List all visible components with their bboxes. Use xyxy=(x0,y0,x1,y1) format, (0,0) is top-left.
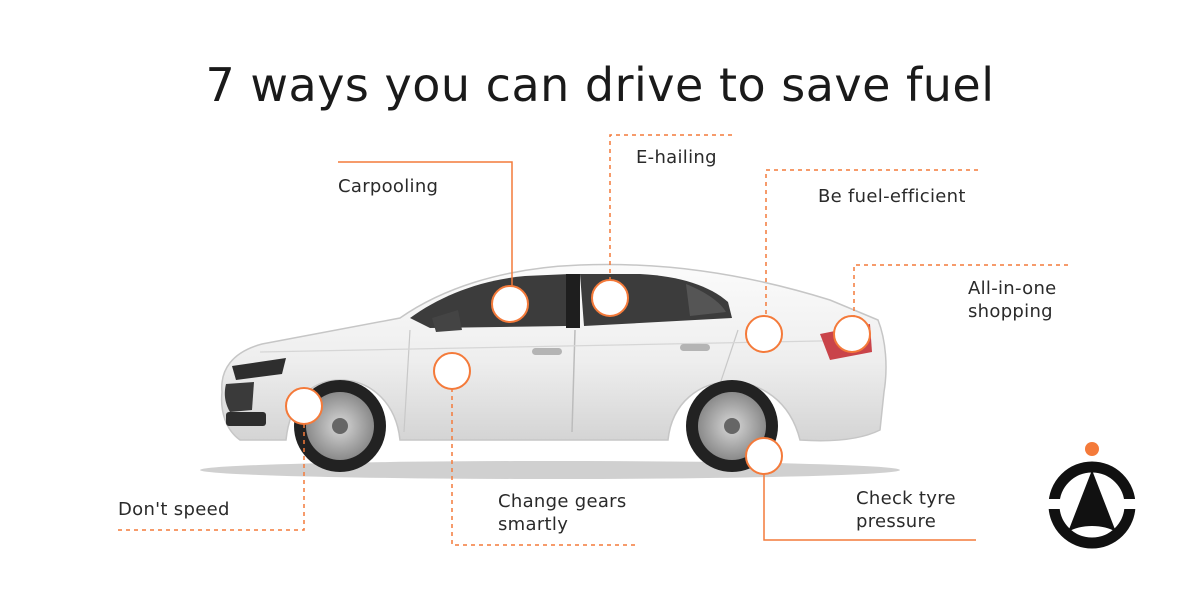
tip-dont-speed: Don't speed xyxy=(118,498,230,521)
tip-label: Change gears xyxy=(498,491,627,512)
tip-all-in-one-shopping: All-in-one shopping xyxy=(968,277,1057,323)
tip-label: E-hailing xyxy=(636,147,717,168)
leader-line-be-fuel-efficient xyxy=(765,169,978,316)
leader-line-carpooling xyxy=(338,161,513,290)
hotspot-all-in-one-shopping[interactable] xyxy=(833,315,871,353)
hotspot-be-fuel-efficient[interactable] xyxy=(745,315,783,353)
hotspot-e-hailing[interactable] xyxy=(591,279,629,317)
car-door-line xyxy=(403,329,411,433)
car-door-line xyxy=(571,329,576,433)
car-rear-wheel xyxy=(686,380,778,472)
tip-label: All-in-one xyxy=(968,278,1057,299)
tip-label: Be fuel-efficient xyxy=(818,186,966,207)
tip-label: Carpooling xyxy=(338,176,439,197)
tip-label: Don't speed xyxy=(118,499,230,520)
car-shadow xyxy=(200,461,900,479)
page-title: 7 ways you can drive to save fuel xyxy=(205,58,995,112)
car-b-pillar xyxy=(566,274,580,328)
tip-change-gears: Change gears smartly xyxy=(498,490,627,536)
car-door-handle xyxy=(680,344,710,351)
brand-logo-icon xyxy=(1040,442,1144,549)
tip-check-tyre: Check tyre pressure xyxy=(856,487,956,533)
leader-lines xyxy=(118,134,1068,546)
leader-line-all-in-one-shopping xyxy=(853,264,1068,316)
tip-label-line2: smartly xyxy=(498,514,569,535)
tip-e-hailing: E-hailing xyxy=(636,146,717,169)
car-door-line xyxy=(719,329,739,385)
car-headlight xyxy=(232,358,286,380)
tip-be-fuel-efficient: Be fuel-efficient xyxy=(818,185,966,208)
car-side-mirror xyxy=(432,310,462,332)
car-grille xyxy=(224,382,254,412)
leader-line-check-tyre xyxy=(763,474,976,541)
car-lower-intake xyxy=(226,412,266,426)
hotspot-change-gears[interactable] xyxy=(433,352,471,390)
hotspot-check-tyre[interactable] xyxy=(745,437,783,475)
hotspot-carpooling[interactable] xyxy=(491,285,529,323)
hotspots xyxy=(285,279,871,475)
car-illustration xyxy=(200,263,900,479)
leader-line-e-hailing xyxy=(609,134,732,282)
tip-label: Check tyre xyxy=(856,488,956,509)
hotspot-dont-speed[interactable] xyxy=(285,387,323,425)
car-door-handle xyxy=(532,348,562,355)
tip-carpooling: Carpooling xyxy=(338,175,438,198)
tip-label-line2: shopping xyxy=(968,301,1053,322)
tip-label-line2: pressure xyxy=(856,511,937,532)
leader-line-dont-speed xyxy=(118,424,305,531)
car-rear-quarter-window xyxy=(686,284,726,316)
